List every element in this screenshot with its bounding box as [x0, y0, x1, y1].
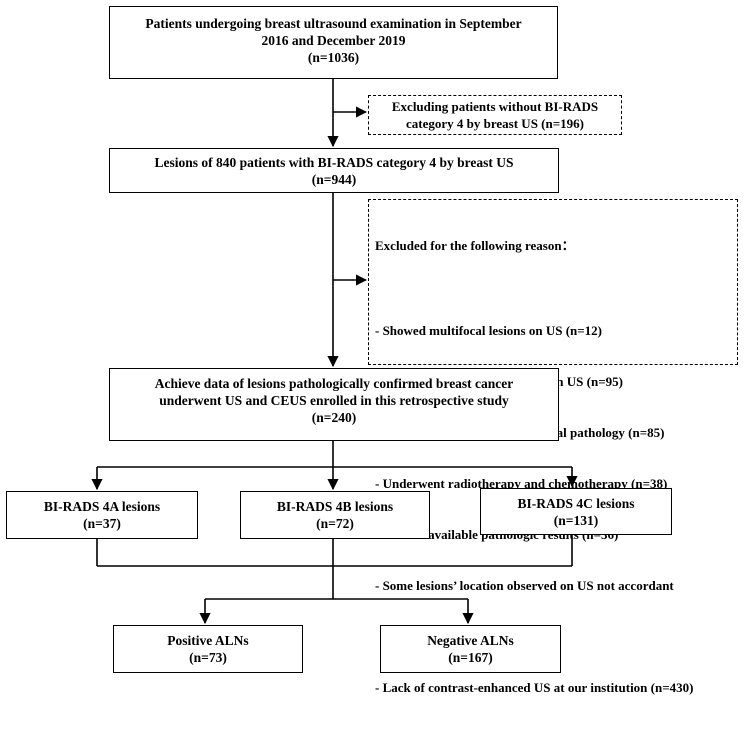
birads-4c-count: (n=131): [553, 513, 599, 528]
negative-alns-label: Negative ALNs: [427, 633, 514, 648]
achieve-line2: underwent US and CEUS enrolled in this r…: [159, 393, 509, 408]
lesions-box: Lesions of 840 patients with BI-RADS cat…: [109, 148, 559, 193]
lesions-count: (n=944): [311, 172, 357, 187]
exclusion1-line2: category 4 by breast US (n=196): [406, 116, 584, 131]
achieve-line1: Achieve data of lesions pathologically c…: [154, 376, 514, 391]
flow-connectors: [91, 79, 578, 625]
birads-4b-box: BI-RADS 4B lesions (n=72): [240, 491, 430, 539]
exclusion-box-2: Excluded for the following reason： - Sho…: [368, 199, 738, 695]
exclusion-reason: - Lack of contrast-enhanced US at our in…: [375, 680, 694, 695]
birads-4a-box: BI-RADS 4A lesions (n=37): [6, 491, 198, 539]
birads-4a-count: (n=37): [83, 516, 121, 531]
exclusion1-line1: Excluding patients without BI-RADS: [391, 99, 599, 114]
positive-alns-label: Positive ALNs: [167, 633, 249, 648]
exclusion-reason: - Showed multifocal lesions on US (n=12): [375, 323, 602, 338]
patients-box: Patients undergoing breast ultrasound ex…: [109, 6, 558, 79]
achieve-data-box: Achieve data of lesions pathologically c…: [109, 368, 559, 441]
birads-4b-label: BI-RADS 4B lesions: [276, 499, 394, 514]
birads-4c-box: BI-RADS 4C lesions (n=131): [480, 488, 672, 535]
birads-4a-label: BI-RADS 4A lesions: [43, 499, 161, 514]
achieve-count: (n=240): [311, 410, 357, 425]
exclusion-reason: - Underwent radiotherapy and chemotherap…: [375, 476, 668, 491]
patients-line1: Patients undergoing breast ultrasound ex…: [145, 16, 522, 31]
negative-alns-box: Negative ALNs (n=167): [380, 625, 561, 673]
positive-alns-count: (n=73): [189, 650, 227, 665]
positive-alns-box: Positive ALNs (n=73): [113, 625, 303, 673]
patients-count: (n=1036): [307, 50, 360, 65]
negative-alns-count: (n=167): [448, 650, 493, 665]
exclusion-box-1: Excluding patients without BI-RADS categ…: [368, 95, 622, 135]
lesions-line1: Lesions of 840 patients with BI-RADS cat…: [154, 155, 514, 170]
exclusion2-title: Excluded for the following reason：: [375, 238, 575, 253]
patients-line2: 2016 and December 2019: [261, 33, 406, 48]
birads-4c-label: BI-RADS 4C lesions: [517, 496, 635, 511]
birads-4b-count: (n=72): [316, 516, 354, 531]
exclusion-reason: - Some lesions’ location observed on US …: [375, 578, 674, 593]
